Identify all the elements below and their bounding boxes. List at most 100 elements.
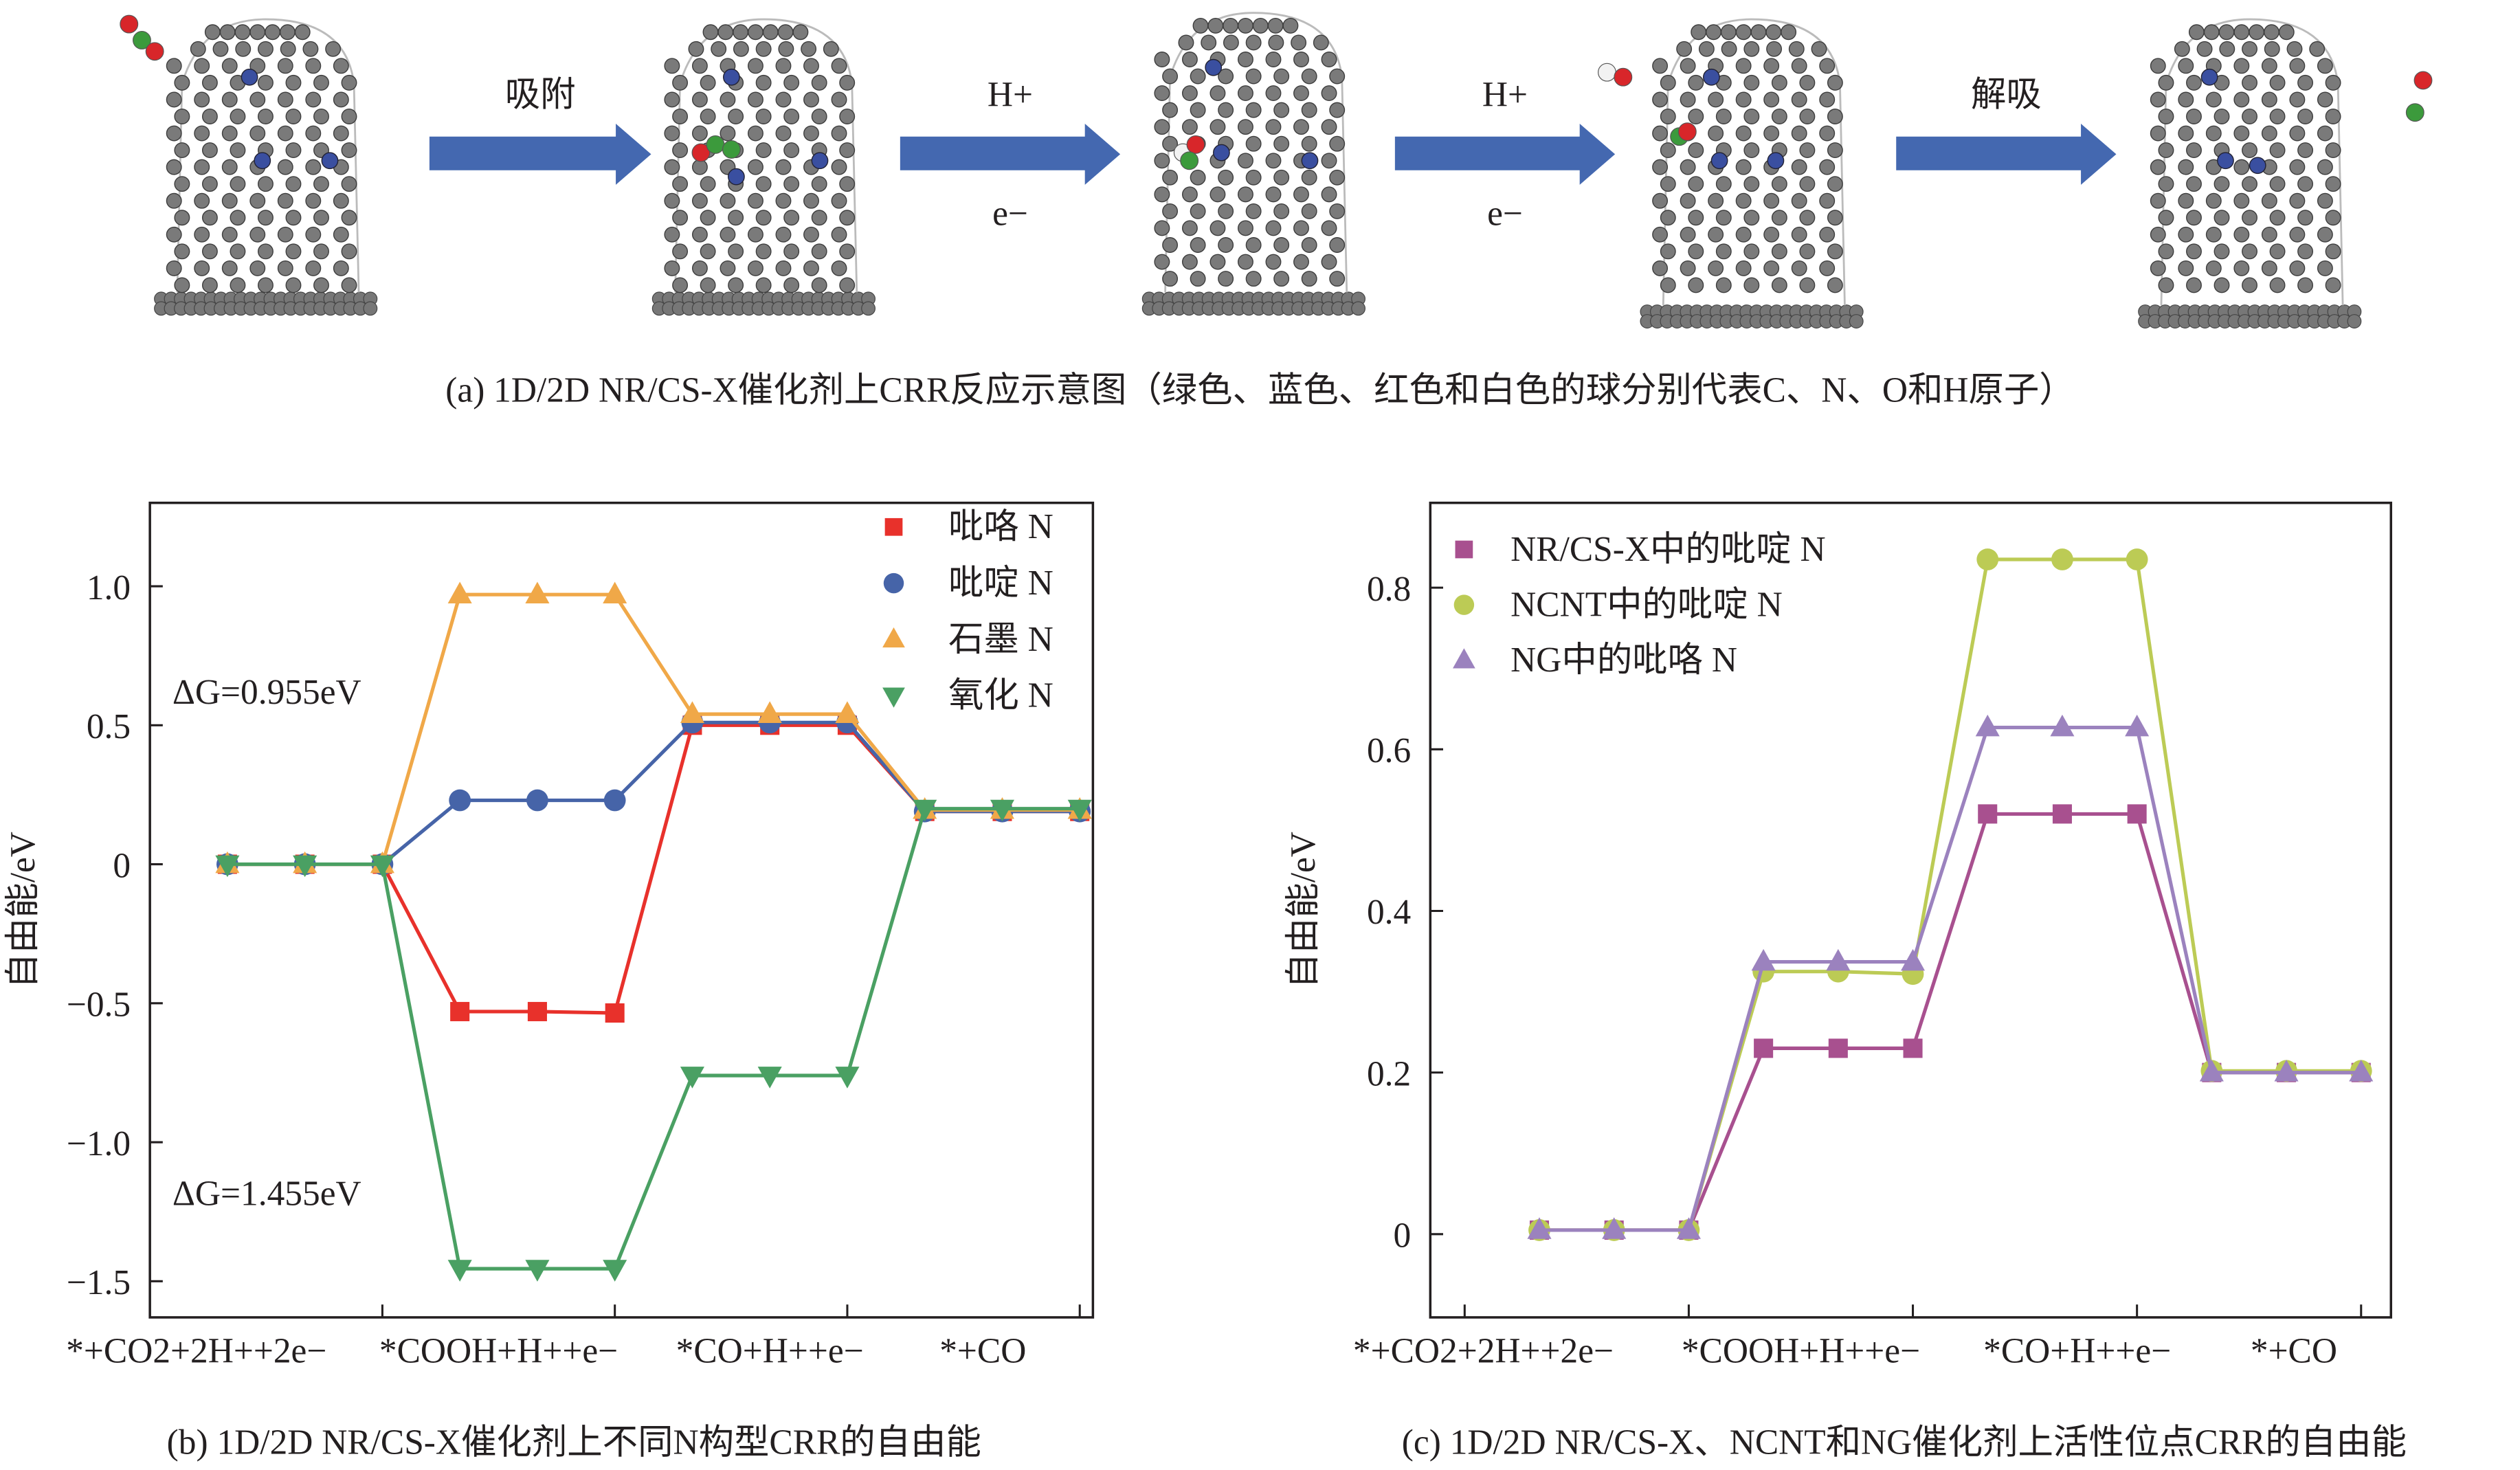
carbon-atom xyxy=(219,24,236,41)
carbon-atom xyxy=(1267,17,1284,34)
carbon-atom xyxy=(249,91,266,108)
carbon-atom xyxy=(748,226,763,243)
carbon-atom xyxy=(755,41,772,57)
carbon-atom xyxy=(2158,243,2174,260)
carbon-atom xyxy=(783,109,800,124)
carbon-atom xyxy=(279,24,296,41)
carbon-atom xyxy=(2205,260,2222,276)
carbon-atom xyxy=(1238,85,1253,102)
carbon-atom xyxy=(1715,109,1732,124)
carbon-atom xyxy=(1827,74,1843,91)
data-point-triangle-down xyxy=(447,1260,472,1282)
carbon-atom xyxy=(333,125,349,142)
legend-entry: NCNT中的吡啶 N xyxy=(1453,586,1783,625)
carbon-atom xyxy=(1238,17,1253,34)
carbon-atom xyxy=(333,260,349,276)
carbon-atom xyxy=(831,159,847,175)
arrow-label-bottom: e− xyxy=(1487,194,1523,233)
carbon-atom xyxy=(2289,192,2306,209)
carbon-atom xyxy=(194,125,210,142)
adsorbate-atom xyxy=(706,135,725,154)
carbon-atom xyxy=(1652,125,1669,142)
carbon-atom xyxy=(1265,85,1282,102)
carbon-atom xyxy=(664,226,680,243)
carbon-atom xyxy=(174,142,190,159)
data-point-triangle-up xyxy=(525,581,550,604)
carbon-atom xyxy=(1273,203,1290,219)
carbon-atom xyxy=(174,243,190,260)
carbon-atom xyxy=(2286,41,2303,57)
carbon-atom xyxy=(1771,243,1787,260)
carbon-atom xyxy=(1721,41,1737,57)
carbon-atom xyxy=(2218,24,2235,41)
carbon-atom xyxy=(672,243,689,260)
series-circle xyxy=(216,711,1091,876)
carbon-atom xyxy=(1743,41,1760,57)
data-point-triangle-down xyxy=(215,855,240,878)
carbon-atom xyxy=(811,277,827,293)
legend-label: 吡啶 N xyxy=(948,564,1053,603)
carbon-atom xyxy=(1321,220,1337,236)
carbon-atom xyxy=(2269,277,2286,293)
carbon-atom xyxy=(1680,192,1696,209)
carbon-atom xyxy=(221,192,238,209)
carbon-atom xyxy=(2297,74,2314,91)
carbon-atom xyxy=(1652,58,1669,74)
carbon-atom xyxy=(2289,125,2306,142)
carbon-atom xyxy=(778,41,794,57)
carbon-atom xyxy=(277,125,293,142)
carbon-atom xyxy=(1154,85,1170,102)
carbon-atom xyxy=(811,210,827,226)
carbon-atom xyxy=(691,58,708,74)
carbon-atom xyxy=(672,109,689,124)
carbon-atom xyxy=(2233,260,2250,276)
carbon-atom xyxy=(201,243,218,260)
data-point-triangle-up xyxy=(680,701,704,723)
carbon-atom xyxy=(839,243,856,260)
carbon-atom xyxy=(2261,125,2277,142)
chart-c-caption: (c) 1D/2D NR/CS-X、NCNT和NG催化剂上活性位点CRR的自由能 xyxy=(1402,1423,2407,1462)
carbon-atom xyxy=(2249,24,2265,41)
carbon-atom xyxy=(1218,271,1234,287)
carbon-atom xyxy=(728,210,744,226)
data-point-square xyxy=(1455,540,1473,559)
carbon-atom xyxy=(2214,109,2230,124)
carbon-atom xyxy=(2297,109,2314,124)
adsorbate-atom xyxy=(1186,135,1205,154)
carbon-atom xyxy=(285,74,302,91)
carbon-atom xyxy=(1154,254,1170,270)
carbon-atom xyxy=(1223,34,1239,51)
carbon-atom xyxy=(700,210,716,226)
carbon-atom xyxy=(258,109,274,124)
carbon-atom xyxy=(2289,58,2306,74)
carbon-atom xyxy=(2309,41,2326,57)
carbon-atom xyxy=(230,176,246,192)
carbon-atom xyxy=(755,109,772,124)
carbon-atom xyxy=(1265,153,1282,169)
carbon-atom xyxy=(313,74,329,91)
carbon-atom xyxy=(2269,74,2286,91)
y-tick-label: 0.6 xyxy=(1367,731,1411,770)
carbon-atom xyxy=(1321,186,1337,203)
carbon-atom xyxy=(2325,176,2341,192)
carbon-atom xyxy=(221,58,238,74)
carbon-atom xyxy=(1652,91,1669,108)
x-category-label: *+CO2+2H++2e− xyxy=(66,1331,326,1370)
carbon-atom xyxy=(839,277,856,293)
carbon-atom xyxy=(1819,159,1836,175)
carbon-atom xyxy=(285,109,302,124)
carbon-atom xyxy=(1652,260,1669,276)
carbon-atom xyxy=(1162,68,1179,85)
carbon-atom xyxy=(748,192,763,209)
data-point-circle xyxy=(449,789,471,812)
carbon-atom xyxy=(1819,91,1836,108)
carbon-atom xyxy=(1708,192,1724,209)
nitrogen-atom xyxy=(321,152,339,170)
carbon-atom xyxy=(341,243,357,260)
carbon-atom xyxy=(341,109,357,124)
carbon-atom xyxy=(1743,243,1760,260)
carbon-atom xyxy=(803,226,819,243)
carbon-atom xyxy=(733,41,749,57)
carbon-atom xyxy=(728,243,744,260)
